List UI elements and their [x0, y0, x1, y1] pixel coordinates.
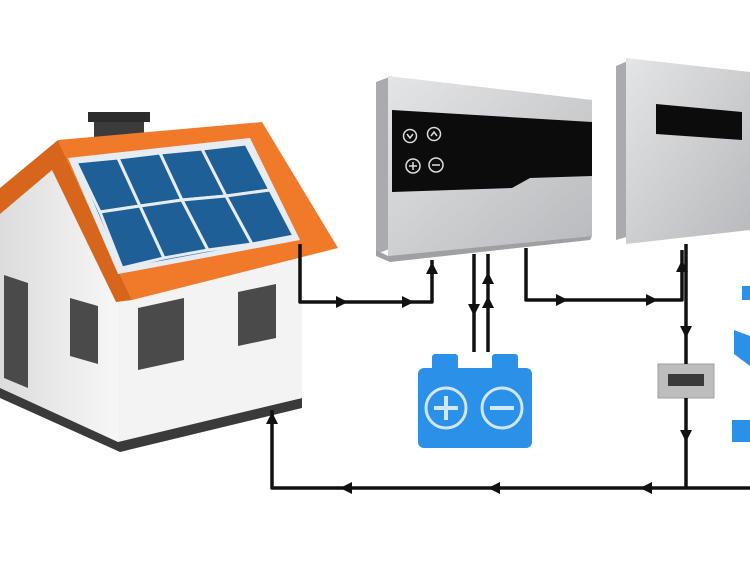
roof-gable-edge — [0, 140, 132, 302]
house-window-left — [70, 298, 98, 364]
plus-icon — [424, 386, 468, 430]
arrow-up — [482, 296, 494, 308]
flow-arrows — [266, 260, 692, 494]
minus-icon — [480, 386, 524, 430]
wire-controller-to-inverter — [524, 248, 684, 302]
charge-controller — [376, 76, 592, 262]
controller-buttons — [402, 126, 444, 174]
arrow-down — [680, 430, 692, 442]
arrow-right — [402, 296, 414, 308]
inverter-display — [656, 104, 742, 140]
house-base — [0, 385, 302, 452]
house-window-front-2 — [238, 284, 276, 346]
meter-display — [668, 374, 704, 386]
house-window-front-1 — [138, 298, 184, 370]
arrow-left — [488, 482, 500, 494]
arrow-up — [266, 412, 278, 424]
plus-icon — [405, 158, 421, 174]
arrow-up — [426, 262, 438, 274]
chevron-down-icon — [402, 128, 418, 144]
arrow-left — [640, 482, 652, 494]
arrow-down — [468, 304, 480, 316]
arrow-left — [340, 482, 352, 494]
solar-panel — [68, 138, 300, 274]
chevron-up-icon — [426, 126, 442, 142]
arrow-right — [556, 294, 568, 306]
arrow-right — [336, 296, 348, 308]
battery-terminal-positive — [432, 354, 458, 370]
arrow-down — [680, 326, 692, 338]
meter — [657, 363, 715, 399]
wire-panel-to-controller — [298, 244, 434, 304]
battery — [418, 354, 532, 448]
inverter — [616, 58, 750, 244]
wires — [270, 244, 750, 490]
battery-terminal-negative — [492, 354, 518, 370]
controller-display — [392, 110, 592, 192]
arrow-up — [676, 260, 688, 272]
inverter-body — [626, 58, 750, 244]
house — [0, 112, 338, 452]
house-door — [4, 275, 28, 388]
arrow-right — [646, 294, 658, 306]
wire-bus-to-house — [270, 410, 750, 490]
arrow-up — [482, 272, 494, 284]
chimney-cap — [88, 112, 150, 122]
minus-icon — [428, 157, 444, 173]
grid-connection — [732, 286, 750, 442]
